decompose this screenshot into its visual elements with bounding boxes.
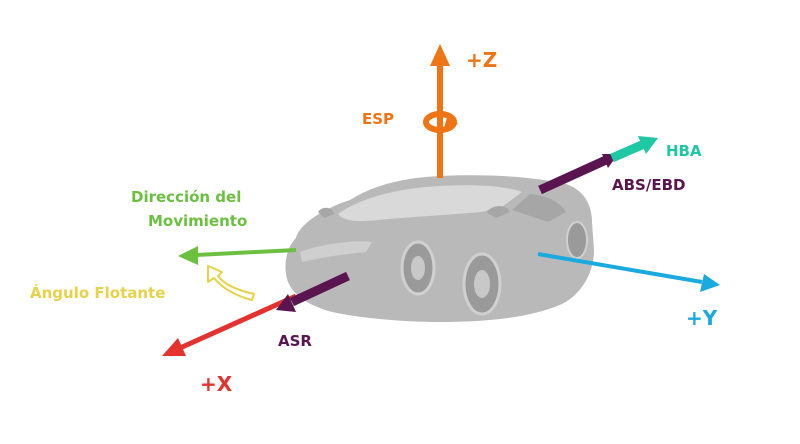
- abs-hba-arrow: [538, 136, 658, 195]
- esp-label: ESP: [362, 110, 395, 128]
- direction-label-line1: Dirección del: [131, 188, 242, 206]
- rotation-arrow-icon: [423, 111, 458, 133]
- asr-label: ASR: [278, 332, 312, 350]
- y-axis-arrow: [537, 252, 720, 292]
- direction-arrow: [178, 246, 297, 265]
- x-axis-arrow: [162, 293, 298, 356]
- z-axis-label: +Z: [466, 48, 498, 72]
- asr-arrow: [276, 271, 350, 312]
- float-angle-label: Ángulo Flotante: [30, 284, 166, 302]
- car-side-window: [512, 194, 566, 222]
- car-silhouette: [285, 175, 594, 322]
- y-axis-label: +Y: [686, 306, 718, 330]
- hba-label: HBA: [666, 142, 702, 160]
- x-axis-label: +X: [200, 372, 233, 396]
- direction-label-line2: Movimiento: [148, 212, 248, 230]
- car-headlight: [300, 241, 372, 262]
- car-windshield: [338, 185, 522, 222]
- abs-ebd-label: ABS/EBD: [612, 176, 686, 194]
- z-axis-arrow: [430, 44, 450, 178]
- curved-outline-arrow-icon: [207, 265, 255, 301]
